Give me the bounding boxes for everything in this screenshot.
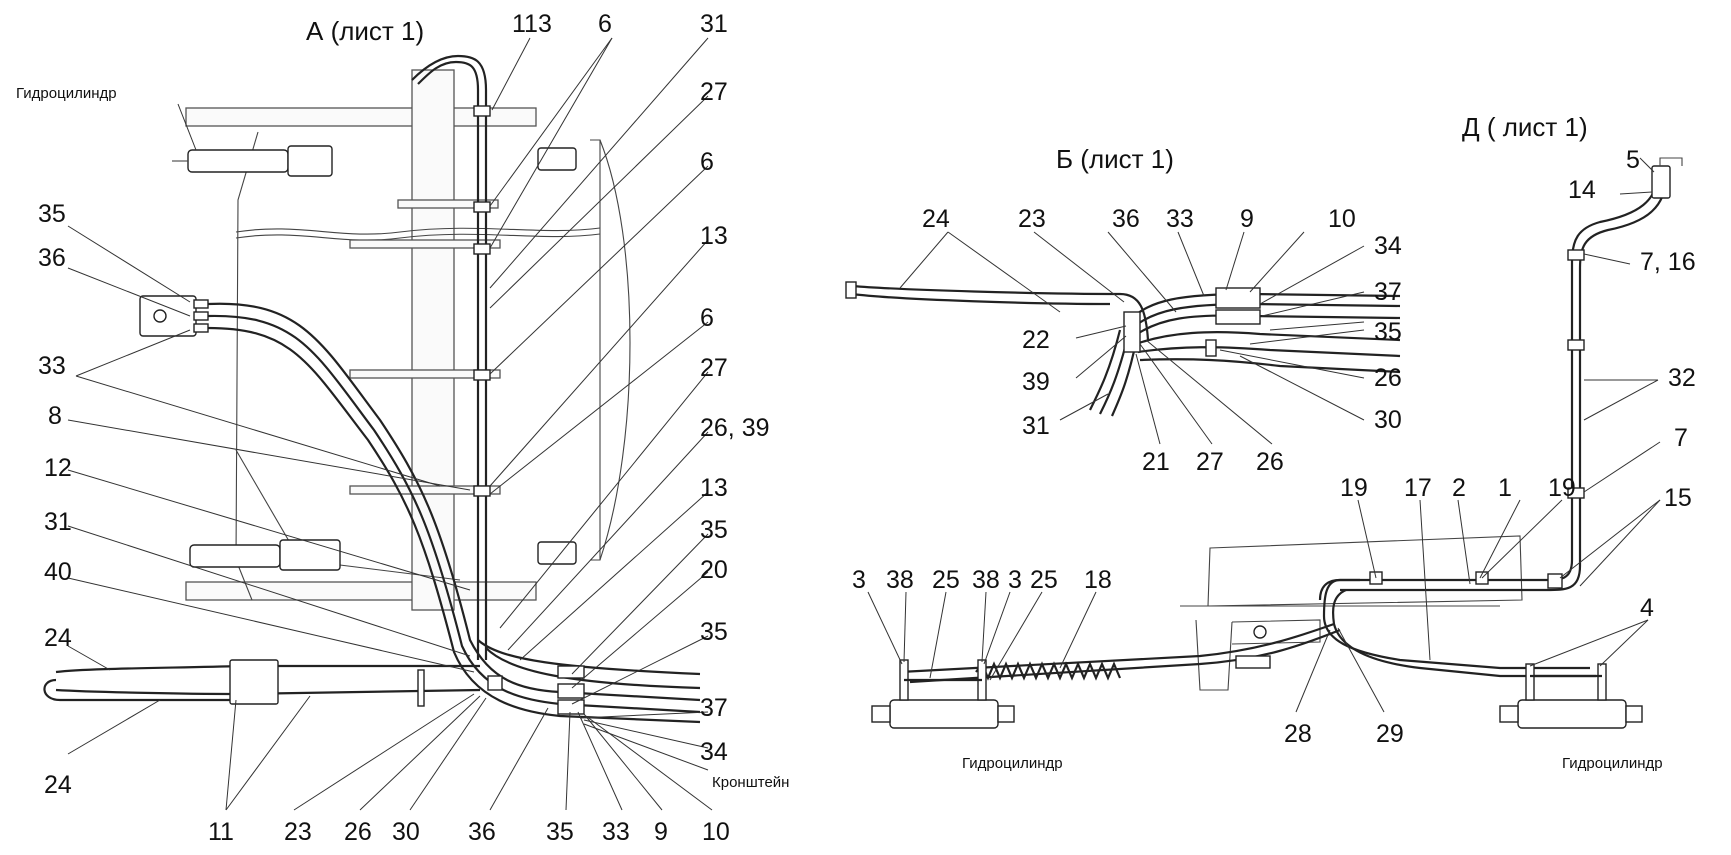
- bottom-cylinder-left: [871, 659, 1015, 729]
- label-bottom-17: 17: [1404, 474, 1432, 502]
- label-a-36-left: 36: [38, 244, 66, 272]
- view-a-note-bracket: Кронштейн: [712, 774, 789, 791]
- cylinder-bottom: [189, 539, 577, 571]
- label-bottom-25-left: 25: [932, 566, 960, 594]
- label-b-9: 9: [1240, 205, 1254, 233]
- label-bottom-29: 29: [1376, 720, 1404, 748]
- label-bottom-1: 1: [1498, 474, 1512, 502]
- label-a-bottom-26: 26: [344, 818, 372, 846]
- label-bottom-2: 2: [1452, 474, 1466, 502]
- label-bottom-19-left: 19: [1340, 474, 1368, 502]
- label-a-bottom-11: 11: [208, 818, 234, 846]
- label-bottom-38-right: 38: [972, 566, 1000, 594]
- label-a-27-low: 27: [700, 354, 728, 382]
- view-b-title: Б (лист 1): [1056, 144, 1174, 174]
- label-b-37: 37: [1374, 278, 1402, 306]
- hose-bundle-vertical: [411, 54, 491, 660]
- label-bottom-4: 4: [1640, 594, 1654, 622]
- label-d-5: 5: [1626, 146, 1640, 174]
- view-d: Д ( лист 1) 5 14 7, 16 32 7 15: [1462, 112, 1696, 592]
- label-a-13-low: 13: [700, 474, 728, 502]
- label-a-bottom-35: 35: [546, 818, 574, 846]
- bottom-note-cylinder-left: Гидроцилиндр: [962, 755, 1063, 772]
- label-a-113: 113: [512, 10, 552, 38]
- label-bottom-18: 18: [1084, 566, 1112, 594]
- label-b-24: 24: [922, 205, 950, 233]
- bottom-assembly: Гидроцилиндр Гидроцилиндр 3 38 25 38 3 2…: [852, 474, 1663, 772]
- label-d-15: 15: [1664, 484, 1692, 512]
- label-b-23: 23: [1018, 205, 1046, 233]
- view-d-leaders: [1559, 157, 1661, 587]
- cylinder-top: [172, 145, 577, 177]
- label-d-7: 7: [1674, 424, 1688, 452]
- label-bottom-3-right: 3: [1008, 566, 1022, 594]
- label-b-33: 33: [1166, 205, 1194, 233]
- label-a-bottom-23: 23: [284, 818, 312, 846]
- label-a-6-top: 6: [598, 10, 612, 38]
- label-b-30: 30: [1374, 406, 1402, 434]
- label-a-bottom-33: 33: [602, 818, 630, 846]
- label-b-27: 27: [1196, 448, 1224, 476]
- valve-block: [139, 295, 209, 337]
- view-d-title: Д ( лист 1): [1462, 112, 1588, 142]
- label-a-8: 8: [48, 402, 62, 430]
- hoses-bottom-left: [43, 659, 503, 707]
- view-a-title: А (лист 1): [306, 16, 424, 46]
- label-b-26-bottom: 26: [1256, 448, 1284, 476]
- label-a-bottom-30: 30: [392, 818, 420, 846]
- label-d-7-16: 7, 16: [1640, 248, 1696, 276]
- label-a-24-lower: 24: [44, 771, 72, 799]
- label-b-10: 10: [1328, 205, 1356, 233]
- label-b-31: 31: [1022, 412, 1050, 440]
- label-a-bottom-9: 9: [654, 818, 668, 846]
- label-a-34: 34: [700, 738, 728, 766]
- label-d-32: 32: [1668, 364, 1696, 392]
- label-bottom-28: 28: [1284, 720, 1312, 748]
- label-b-22: 22: [1022, 326, 1050, 354]
- label-bottom-38-left: 38: [886, 566, 914, 594]
- label-a-6-low: 6: [700, 304, 714, 332]
- label-a-26-39: 26, 39: [700, 414, 770, 442]
- label-a-27-top: 27: [700, 78, 728, 106]
- label-b-35: 35: [1374, 318, 1402, 346]
- label-a-6-mid: 6: [700, 148, 714, 176]
- label-a-31-left: 31: [44, 508, 72, 536]
- label-a-35-right: 35: [700, 516, 728, 544]
- label-a-24-upper: 24: [44, 624, 72, 652]
- label-b-34: 34: [1374, 232, 1402, 260]
- label-a-13-mid: 13: [700, 222, 728, 250]
- bottom-leaders: [867, 499, 1649, 713]
- view-b: Б (лист 1) 24 23 36 33 9 10: [845, 144, 1402, 476]
- label-bottom-19-right: 19: [1548, 474, 1576, 502]
- label-b-21: 21: [1142, 448, 1170, 476]
- view-a-leaders: [67, 37, 713, 811]
- view-a-note-cylinder: Гидроцилиндр: [16, 85, 117, 102]
- spring-hose-guard: [975, 661, 1122, 681]
- label-a-35-left: 35: [38, 200, 66, 228]
- label-a-bottom-36: 36: [468, 818, 496, 846]
- label-bottom-25-right: 25: [1030, 566, 1058, 594]
- label-b-26-right: 26: [1374, 364, 1402, 392]
- view-a: А (лист 1) Гидроцилиндр Кронштейн: [16, 10, 789, 846]
- label-a-35-right2: 35: [700, 618, 728, 646]
- label-a-33-left: 33: [38, 352, 66, 380]
- label-b-39: 39: [1022, 368, 1050, 396]
- label-bottom-3-left: 3: [852, 566, 866, 594]
- label-a-bottom-10: 10: [702, 818, 730, 846]
- label-a-31-top: 31: [700, 10, 728, 38]
- label-a-20: 20: [700, 556, 728, 584]
- view-b-leaders: [899, 231, 1365, 445]
- label-a-40: 40: [44, 558, 72, 586]
- label-a-12: 12: [44, 454, 72, 482]
- label-a-37: 37: [700, 694, 728, 722]
- label-b-36: 36: [1112, 205, 1140, 233]
- bottom-cylinder-right: [1499, 663, 1643, 729]
- label-d-14: 14: [1568, 176, 1596, 204]
- bottom-note-cylinder-right: Гидроцилиндр: [1562, 755, 1663, 772]
